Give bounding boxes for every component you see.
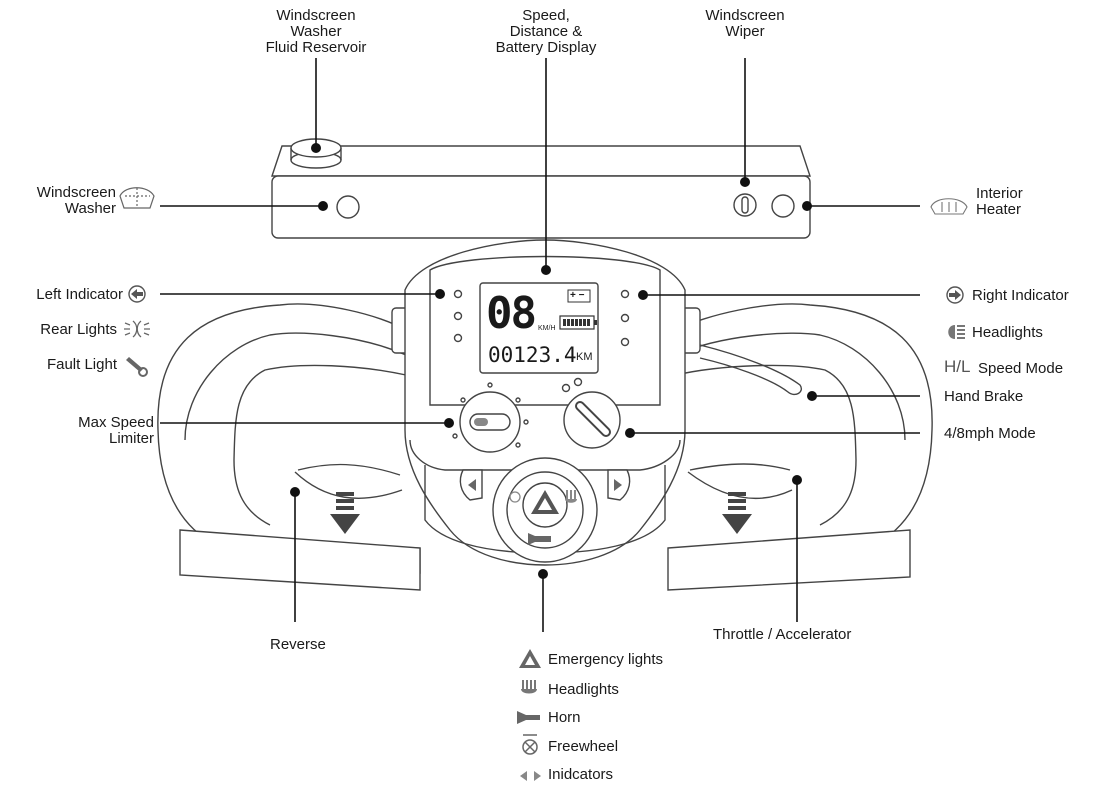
centre-console bbox=[404, 239, 686, 566]
headlights-icon bbox=[948, 325, 965, 339]
leader-lines bbox=[160, 58, 920, 632]
rear-lights-label: Rear Lights bbox=[40, 321, 117, 338]
throttle-arrow-icon bbox=[722, 492, 752, 534]
display-label: Speed, Distance & Battery Display bbox=[495, 7, 597, 56]
lcd-distance-unit: KM bbox=[576, 351, 593, 363]
fault-light-icon bbox=[126, 357, 148, 377]
horn-button-icon bbox=[528, 533, 551, 545]
fault-light-label: Fault Light bbox=[46, 356, 117, 373]
legend-freewheel-icon bbox=[522, 734, 538, 755]
max-speed-label: Max Speed Limiter bbox=[78, 414, 154, 447]
freewheel-button-icon bbox=[509, 491, 521, 503]
headlight-button-icon bbox=[565, 490, 577, 503]
legend-indicator-arrows-icon bbox=[520, 771, 541, 781]
indicator-left-button-icon bbox=[468, 479, 476, 491]
speed-mode-label: Speed Mode bbox=[978, 360, 1064, 377]
legend-emergency-triangle-icon bbox=[519, 649, 541, 668]
mph-mode-label: 4/8mph Mode bbox=[944, 425, 1036, 442]
hand-brake-label: Hand Brake bbox=[944, 388, 1024, 405]
left-handlebar bbox=[157, 303, 421, 591]
dashboard-panel bbox=[271, 138, 811, 239]
washer-reservoir-label: Windscreen Washer Fluid Reservoir bbox=[265, 7, 367, 56]
throttle-label: Throttle / Accelerator bbox=[713, 626, 852, 643]
legend-headlight-icon bbox=[521, 680, 537, 694]
heater-label: Interior Heater bbox=[976, 185, 1023, 218]
lcd-distance: 00123.4 bbox=[488, 343, 577, 367]
emergency-button-icon bbox=[531, 490, 559, 514]
speed-mode-symbol: H/L bbox=[944, 357, 971, 376]
washer-icon bbox=[119, 187, 155, 209]
reverse-arrow-icon bbox=[330, 492, 360, 534]
right-handlebar bbox=[667, 303, 933, 591]
lcd-speed: 08 bbox=[486, 288, 537, 339]
indicator-right-button-icon bbox=[614, 479, 622, 491]
legend-horn-icon bbox=[517, 711, 540, 724]
lcd-content bbox=[559, 289, 597, 330]
lcd-speed-unit: KM/H bbox=[538, 325, 556, 332]
rear-lights-icon bbox=[124, 320, 150, 338]
right-indicator-icon bbox=[946, 286, 964, 304]
leader-dots bbox=[290, 143, 817, 579]
reverse-label: Reverse bbox=[270, 636, 326, 653]
lcd-battery-symbol: + − bbox=[570, 290, 585, 301]
washer-label: Windscreen Washer bbox=[36, 184, 116, 217]
left-indicator-label: Left Indicator bbox=[36, 286, 123, 303]
right-indicator-label: Right Indicator bbox=[972, 287, 1069, 304]
headlights-label: Headlights bbox=[972, 324, 1043, 341]
left-indicator-icon bbox=[128, 285, 146, 303]
wiper-label: Windscreen Wiper bbox=[705, 7, 785, 40]
heater-icon bbox=[930, 198, 968, 215]
